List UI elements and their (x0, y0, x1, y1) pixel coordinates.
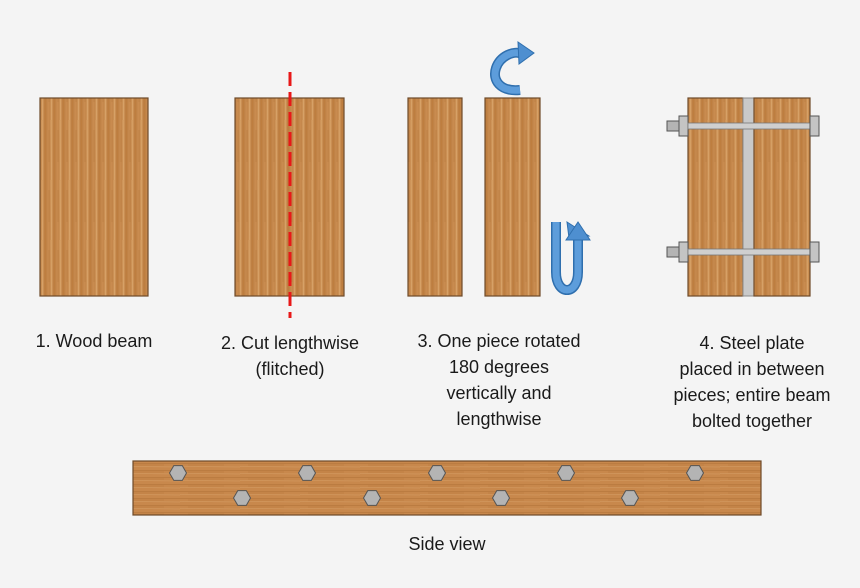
caption-line: bolted together (691, 411, 813, 431)
caption-line: pieces; entire beam (673, 385, 831, 405)
caption-line: 3. One piece rotated (417, 331, 581, 351)
caption-line: Side view (408, 534, 486, 554)
side-view-label: Side view (367, 531, 527, 557)
caption-line: vertically and (446, 383, 552, 403)
hex-bolt-head-icon (491, 490, 511, 506)
hex-bolt-head-icon (362, 490, 382, 506)
hex-bolt-head-icon (685, 465, 705, 481)
left-piece (407, 97, 463, 297)
caption-line: 1. Wood beam (35, 331, 153, 351)
caption-line: 2. Cut lengthwise (220, 333, 360, 353)
hex-bolt-head-icon (556, 465, 576, 481)
caption-line: placed in between (679, 359, 825, 379)
step-1-wood-beam (39, 97, 149, 297)
side-view-beam (132, 460, 762, 516)
caption-line: 180 degrees (448, 357, 550, 377)
caption-line: (flitched) (255, 359, 325, 379)
hex-bolt-head-icon (168, 465, 188, 481)
bolt-top (666, 115, 820, 137)
hex-bolt-head-icon (427, 465, 447, 481)
step-4-caption: 4. Steel plate placed in between pieces;… (652, 330, 852, 434)
hex-bolt-head-icon (620, 490, 640, 506)
hex-bolt-head-icon (297, 465, 317, 481)
side-view-bolts (168, 465, 705, 506)
caption-line: 4. Steel plate (699, 333, 805, 353)
step-2-caption: 2. Cut lengthwise (flitched) (200, 330, 380, 382)
rotate-arrow-bottom-icon (551, 221, 591, 295)
caption-line: lengthwise (456, 409, 542, 429)
bolt-bottom (666, 241, 820, 263)
rotate-arrow-top-icon (490, 41, 535, 96)
step-3-caption: 3. One piece rotated 180 degrees vertica… (394, 328, 604, 432)
step-4-bolted-beam (666, 97, 820, 297)
step-1-caption: 1. Wood beam (14, 328, 174, 354)
step-2-cut-beam (234, 72, 345, 318)
right-piece (484, 97, 541, 297)
left-wood-piece (687, 97, 744, 297)
hex-bolt-head-icon (232, 490, 252, 506)
right-wood-piece (753, 97, 811, 297)
step-3-rotated-pieces (407, 41, 591, 297)
